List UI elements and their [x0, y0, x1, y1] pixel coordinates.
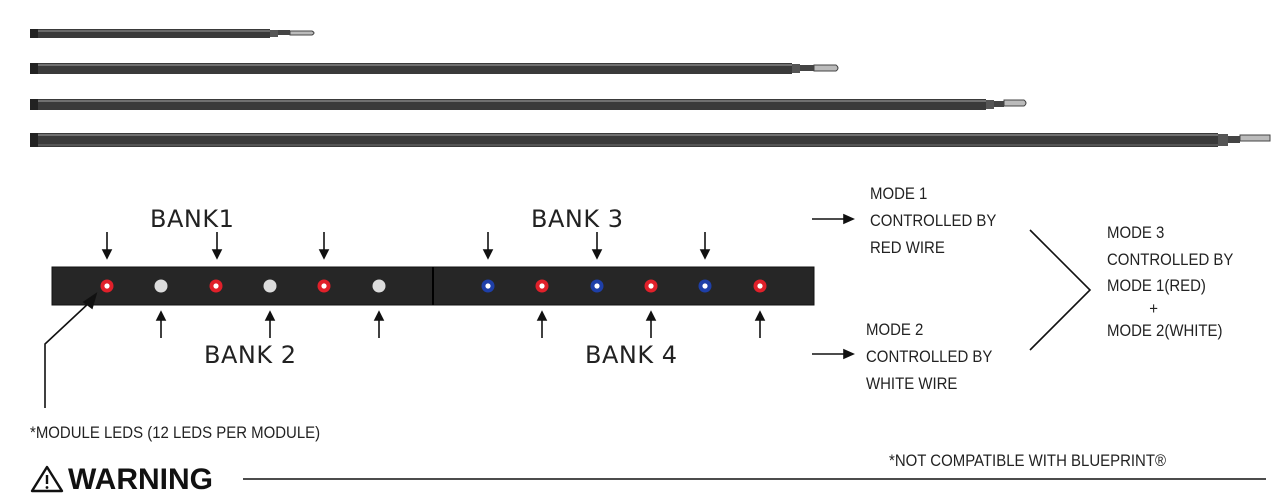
- led-blue: [590, 279, 604, 293]
- up-arrow: [373, 310, 385, 338]
- led-module: [51, 266, 815, 306]
- led-red: [100, 279, 114, 293]
- led-red: [209, 279, 223, 293]
- led-red: [644, 279, 658, 293]
- down-arrow: [318, 232, 330, 260]
- mode2-line1: MODE 2: [866, 320, 924, 339]
- led-blue: [698, 279, 712, 293]
- mode2-line2: CONTROLLED BY: [866, 347, 993, 366]
- up-arrow: [536, 310, 548, 338]
- mode2-line3: WHITE WIRE: [866, 374, 958, 393]
- bank1-label: BANK1: [150, 205, 235, 233]
- mode-arrows: [812, 213, 855, 360]
- down-arrow: [591, 232, 603, 260]
- mode2-arrow: [812, 348, 855, 360]
- warning-heading: WARNING: [68, 463, 213, 496]
- up-arrow: [645, 310, 657, 338]
- led-blue: [481, 279, 495, 293]
- led-red: [535, 279, 549, 293]
- light-bar-extra-long: [30, 133, 1271, 147]
- mode3-plus: +: [1149, 298, 1158, 318]
- down-arrow: [699, 232, 711, 260]
- mode1-line3: RED WIRE: [870, 238, 945, 257]
- led-white: [263, 279, 277, 293]
- mode3-line5: MODE 2(WHITE): [1107, 320, 1223, 340]
- down-arrow: [101, 232, 113, 260]
- module-leds-note: *MODULE LEDS (12 LEDS PER MODULE): [30, 423, 321, 442]
- bank-arrows: [101, 232, 766, 338]
- mode3-line3: MODE 1(RED): [1107, 276, 1206, 295]
- down-arrow: [482, 232, 494, 260]
- light-bar-medium: [30, 63, 839, 74]
- mode2-label: MODE 2 CONTROLLED BY WHITE WIRE: [866, 316, 992, 397]
- mode1-line2: CONTROLLED BY: [870, 211, 997, 230]
- up-arrow: [754, 310, 766, 338]
- mode1-label: MODE 1 CONTROLLED BY RED WIRE: [870, 180, 996, 261]
- down-arrow: [211, 232, 223, 260]
- light-bar-long: [30, 99, 1027, 110]
- up-arrow: [264, 310, 276, 338]
- not-compatible-note: *NOT COMPATIBLE WITH BLUEPRINT®: [889, 451, 1167, 470]
- up-arrow: [155, 310, 167, 338]
- led-red: [753, 279, 767, 293]
- mode3-connector: [1029, 229, 1092, 351]
- mode3-line2: CONTROLLED BY: [1107, 249, 1234, 269]
- mode3-line1: MODE 3: [1107, 223, 1165, 242]
- bank2-label: BANK 2: [204, 341, 297, 369]
- bank3-label: BANK 3: [531, 205, 624, 233]
- led-red: [317, 279, 331, 293]
- warning-triangle-icon: [30, 465, 64, 493]
- light-bar-short: [30, 29, 315, 38]
- mode3-label: MODE 3 CONTROLLED BY MODE 1(RED) + MODE …: [1107, 220, 1233, 344]
- mode1-line1: MODE 1: [870, 184, 928, 203]
- led-white: [372, 279, 386, 293]
- led-white: [154, 279, 168, 293]
- mode1-arrow: [812, 213, 855, 225]
- module-leds-pointer: [44, 292, 98, 408]
- bank4-label: BANK 4: [585, 341, 678, 369]
